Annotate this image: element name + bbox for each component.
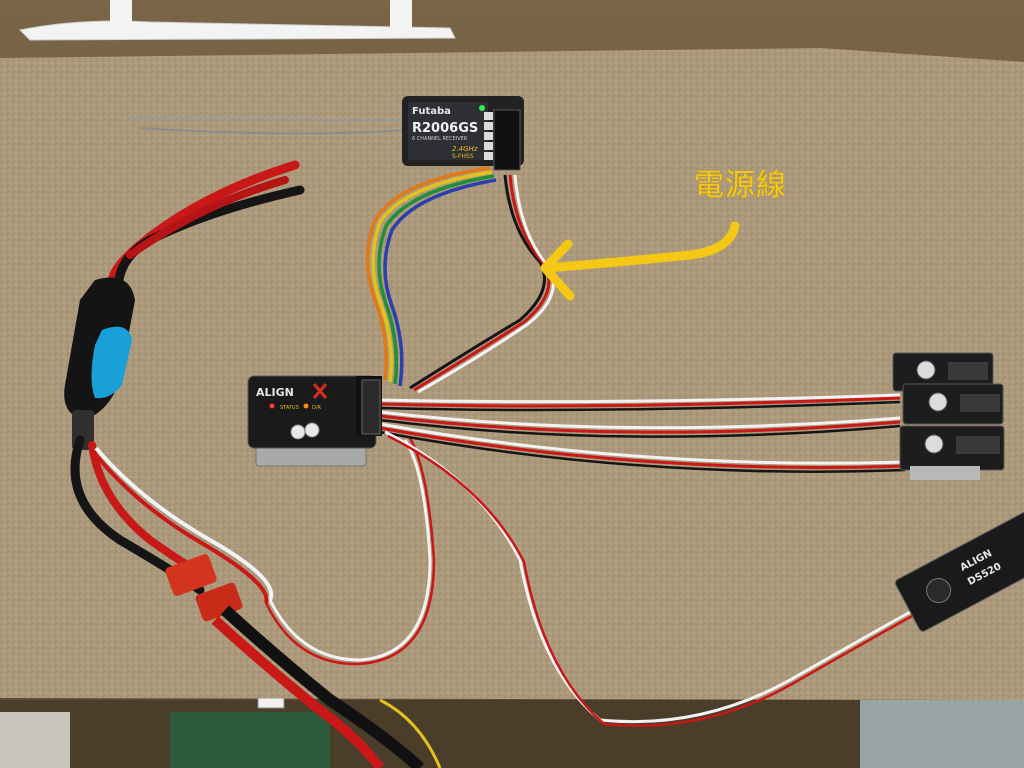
gyro-mode-label: D/R — [312, 405, 322, 411]
bec-lead-white — [94, 446, 274, 601]
white-stand-leg-left — [110, 0, 132, 30]
battery-balance-lead — [379, 698, 442, 768]
carpet-board — [0, 48, 1024, 700]
servo-lead-1-red — [379, 396, 901, 408]
receiver: Futaba R2006GS 6 CHANNEL RECEIVER 2.4GHz… — [402, 96, 524, 171]
annotation-arrow-icon — [543, 221, 740, 273]
bec-lead-loop — [268, 439, 432, 662]
battery-lead-red — [107, 160, 300, 290]
servo-lead-2-black — [379, 418, 901, 438]
servo-tail-horn — [926, 578, 952, 604]
servo-lead-3-red — [379, 426, 906, 469]
servo-3-mount — [910, 466, 980, 480]
tail-servo-lead-red — [387, 434, 913, 727]
esc-blue-wrap — [91, 326, 132, 399]
receiver-port-5 — [484, 152, 493, 160]
gyro-status-label: STATUS — [280, 405, 299, 411]
servo-3-horn — [924, 434, 944, 454]
servo-lead-2-white — [379, 410, 901, 430]
servo-3 — [899, 425, 1005, 480]
servo-lead-3-black — [379, 430, 906, 473]
bec-lead-red — [90, 448, 269, 604]
servo-lead-1-white — [379, 393, 901, 404]
white-stand-leg-right — [390, 0, 412, 30]
receiver-port-2 — [484, 122, 493, 130]
battery-lead-red-2 — [126, 176, 289, 259]
servo-1-label — [948, 362, 988, 380]
ribbon-wire-green — [377, 174, 495, 385]
receiver-subtitle: 6 CHANNEL RECEIVER — [412, 136, 468, 142]
ribbon-wire-orange — [365, 166, 491, 381]
receiver-system: S-FHSS — [452, 153, 474, 160]
receiver-label-plate — [408, 102, 488, 160]
receiver-port-4 — [484, 142, 493, 150]
receiver-band: 2.4GHz — [452, 145, 478, 153]
servo-lead-2-red — [379, 414, 901, 434]
gyro-pin-header — [361, 379, 381, 435]
ribbon-wire-blue — [383, 178, 497, 387]
bec-lead-loop-red — [264, 437, 436, 666]
gyro: ALIGN STATUS D/R — [247, 375, 382, 467]
t-plug-1 — [165, 554, 217, 596]
servo-1 — [892, 352, 994, 392]
gyro-x-logo-icon — [312, 383, 328, 399]
power-lead-red — [413, 174, 551, 392]
receiver-port-1 — [484, 112, 493, 120]
servo-1-horn — [916, 360, 936, 380]
gyro-led-orange — [303, 403, 309, 409]
annotation-arrowhead-icon — [540, 239, 575, 301]
bottom-clutter-green — [170, 712, 330, 768]
receiver-model: R2006GS — [412, 121, 478, 136]
gyro-knob-left — [290, 424, 306, 440]
servo-tail: ALIGN DS520 — [895, 511, 1024, 632]
ribbon-wire-yellow — [371, 170, 493, 383]
receiver-brand: Futaba — [412, 106, 451, 117]
bottom-clutter-white — [0, 712, 70, 768]
receiver-port-block — [493, 109, 521, 171]
power-lead-white — [417, 174, 555, 394]
battery-main-black — [220, 605, 425, 768]
battery-main-red — [211, 616, 385, 768]
power-lead-annotation: 電源線 — [694, 168, 787, 203]
gyro-brand: ALIGN — [256, 386, 294, 399]
servo-2-horn — [928, 392, 948, 412]
bottom-clutter-panel — [860, 700, 1024, 768]
receiver-status-led — [479, 105, 485, 111]
servo-lead-3-white — [379, 422, 906, 465]
power-lead-black — [409, 174, 546, 390]
servo-lead-1-black — [379, 400, 901, 412]
servo-3-label — [956, 436, 1000, 454]
receiver-antenna-1 — [124, 117, 406, 121]
servo-2-label — [960, 394, 1000, 412]
gyro-led-red — [269, 403, 275, 409]
servo-2 — [902, 383, 1004, 425]
receiver-port-3 — [484, 132, 493, 140]
receiver-antenna-2 — [139, 127, 406, 135]
gyro-knob-right — [304, 422, 320, 438]
